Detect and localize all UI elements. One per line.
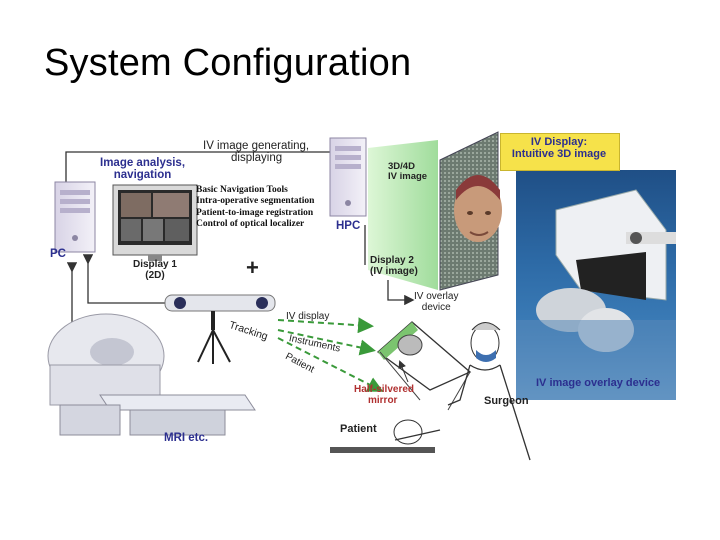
link-pc-hpc [65, 151, 330, 182]
half-silvered-line1: Half-silvered [354, 384, 415, 395]
iv-light-cone [368, 140, 438, 290]
iv-display-arrow-label: IV display [286, 311, 330, 322]
tool-item: Basic Navigation Tools [196, 185, 288, 195]
surgeon-label: Surgeon [484, 395, 529, 407]
iv-3d4d-label: 3D/4D IV image [388, 162, 427, 182]
iv-display-line2: Intuitive 3D image [511, 147, 607, 160]
display2-line1: Display 2 [370, 255, 414, 266]
iv-display-line1: IV Display: [530, 136, 588, 148]
slide-title: System Configuration [44, 42, 412, 84]
mri-scanner-icon [47, 313, 256, 436]
image-analysis-label: Image analysis, navigation [100, 157, 185, 181]
arrow-iv-display [277, 317, 374, 334]
surgeon-sketch [447, 322, 531, 461]
tool-item: Intra-operative segmentation [196, 196, 315, 207]
display1-line2: (2D) [145, 269, 165, 281]
hpc-tower-icon [329, 137, 367, 217]
display1-line1: Display 1 [133, 259, 177, 270]
hpc-label: HPC [336, 220, 361, 232]
link-to-overlay [387, 280, 415, 306]
iv-display-callout-text: IV Display: Intuitive 3D image [504, 136, 614, 160]
tool-item: Patient-to-image registration [196, 207, 314, 218]
image-analysis-line1: Image analysis, [100, 157, 186, 169]
iv-overlay-line2: device [421, 301, 451, 313]
arrow-instruments [277, 329, 376, 356]
iv-image-generating-label: IV image generating, displaying [203, 140, 309, 164]
display1-label: Display 1 (2D) [133, 259, 177, 281]
pc-label: PC [50, 248, 66, 260]
overlay-device-sketch [376, 321, 472, 411]
image-analysis-line2: navigation [113, 169, 172, 182]
link-tracker-pc [82, 254, 180, 304]
plus-sign: + [246, 255, 259, 280]
display2-line2: (IV image) [370, 265, 418, 277]
display2-label: Display 2 (IV image) [370, 255, 418, 277]
mri-label: MRI etc. [164, 432, 209, 444]
display1-monitor-icon [112, 184, 198, 261]
iv-3d4d-line2: IV image [388, 170, 428, 182]
patient-sketch [330, 419, 441, 453]
iv-overlay-line1: IV overlay [414, 291, 459, 302]
pc-tower-icon [54, 181, 96, 253]
iv-display-callout [500, 133, 620, 171]
iv-image-generating-line2: displaying [231, 152, 283, 165]
iv-overlay-device-photo [516, 170, 676, 400]
iv-image-generating-line1: IV image generating, [203, 140, 310, 152]
3d-head-image [454, 175, 502, 242]
arrow-patient [277, 337, 384, 392]
tool-item: Control of optical localizer [196, 219, 305, 230]
half-silvered-mirror-label: Half-silvered mirror [354, 384, 415, 406]
optical-tracker-icon [164, 294, 276, 364]
patient-label: Patient [340, 423, 377, 435]
half-silvered-line2: mirror [368, 394, 398, 406]
iv-3d4d-line1: 3D/4D [388, 161, 415, 172]
navigation-tools-list: Basic Navigation Tools Intra-operative s… [196, 185, 314, 231]
iv-image-overlay-device-label: IV image overlay device [536, 377, 661, 389]
iv-overlay-device-label: IV overlay device [414, 291, 459, 313]
